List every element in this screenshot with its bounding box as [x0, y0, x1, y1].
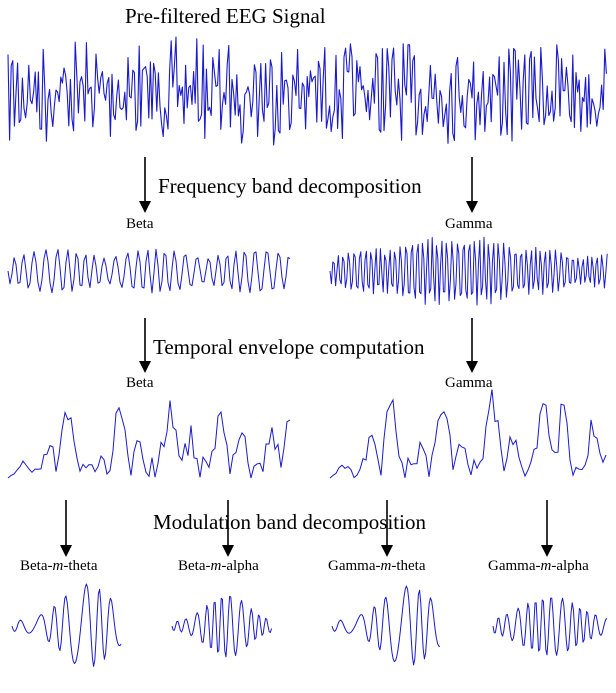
arrow-raw-to-beta — [139, 157, 151, 213]
gamma-envelope-label: Gamma — [445, 375, 493, 391]
gamma-m-alpha-waveform — [492, 597, 608, 656]
gamma-envelope-waveform — [329, 389, 607, 479]
beta-m-alpha-waveform — [171, 595, 273, 658]
raw-eeg-waveform — [7, 36, 607, 146]
frequency-decomposition-label: Frequency band decomposition — [158, 174, 422, 198]
gamma-m-theta-waveform — [331, 585, 441, 666]
beta-m-theta-waveform — [11, 583, 122, 667]
envelope-computation-label: Temporal envelope computation — [153, 335, 425, 359]
arrow-raw-to-gamma — [466, 157, 478, 213]
gamma-m-alpha-label: Gamma-m-alpha — [488, 558, 589, 574]
arrow-gamma-to-theta — [381, 500, 393, 557]
arrow-gamma-to-envelope — [466, 318, 478, 373]
beta-band-label: Beta — [126, 216, 154, 232]
gamma-band-waveform — [329, 236, 608, 306]
beta-envelope-waveform — [7, 400, 291, 479]
gamma-band-label: Gamma — [445, 216, 493, 232]
beta-m-theta-label: Beta-m-theta — [20, 558, 98, 574]
arrow-beta-to-alpha — [222, 500, 234, 557]
arrow-beta-to-envelope — [139, 318, 151, 373]
waveform-layer — [7, 36, 608, 667]
arrow-beta-to-theta — [60, 500, 72, 557]
input-signal-title: Pre-filtered EEG Signal — [125, 4, 326, 28]
beta-envelope-label: Beta — [126, 375, 154, 391]
gamma-m-theta-label: Gamma-m-theta — [328, 558, 426, 574]
modulation-decomposition-label: Modulation band decomposition — [153, 510, 426, 534]
beta-m-alpha-label: Beta-m-alpha — [178, 558, 259, 574]
arrow-layer — [60, 157, 553, 557]
beta-band-waveform — [7, 248, 291, 294]
arrow-gamma-to-alpha — [541, 500, 553, 557]
